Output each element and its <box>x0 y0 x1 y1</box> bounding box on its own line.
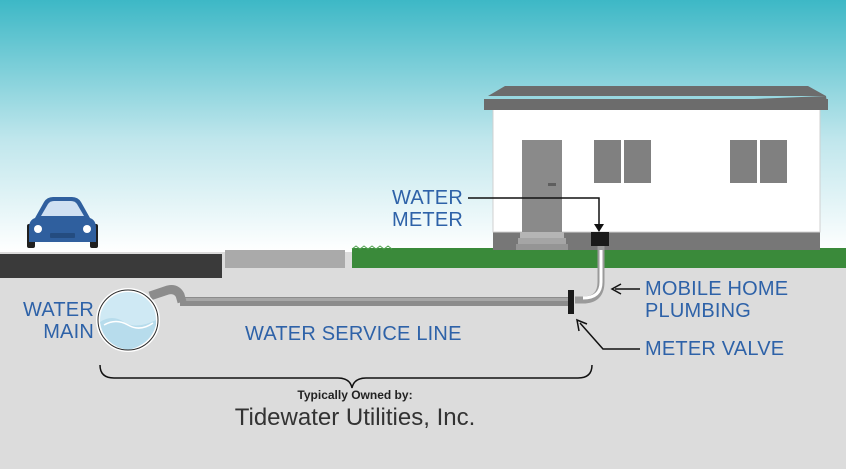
water-meter-label: WATER METER <box>380 187 463 231</box>
meter-valve-label: METER VALVE <box>645 338 785 360</box>
road <box>0 254 222 278</box>
grass-texture <box>351 245 393 250</box>
mobile-home-plumbing-pipe-light <box>582 250 603 300</box>
mobile-home-plumbing-label-line2: PLUMBING <box>645 300 752 322</box>
ownership-caption: Typically Owned by: <box>297 388 413 402</box>
water-meter-leader <box>468 197 600 228</box>
water-meter-box <box>591 232 609 246</box>
ground <box>0 252 846 469</box>
service-connector-pipe <box>148 285 187 304</box>
water-meter-label-line2: METER <box>392 209 463 231</box>
meter-valve <box>568 290 574 314</box>
ownership-brace <box>99 364 593 389</box>
mobile-home-plumbing-arrowhead <box>610 283 622 295</box>
water-service-line-label: WATER SERVICE LINE <box>245 323 462 345</box>
water-main-label-line1: WATER <box>23 299 94 321</box>
meter-valve-leader <box>579 322 640 350</box>
water-meter-label-line1: WATER <box>392 187 463 209</box>
sidewalk <box>225 250 345 268</box>
water-service-line-highlight <box>180 298 570 301</box>
mobile-home-plumbing-label: MOBILE HOME PLUMBING <box>645 278 788 322</box>
car <box>27 197 98 248</box>
water-meter-arrowhead <box>594 224 604 232</box>
water-main-label: WATER MAIN <box>10 299 94 343</box>
owner-name: Tidewater Utilities, Inc. <box>234 404 476 431</box>
water-main-pipe <box>96 288 160 352</box>
water-service-line-pipe <box>180 297 570 306</box>
meter-valve-arrowhead <box>576 318 588 332</box>
water-main-label-line2: MAIN <box>43 321 94 343</box>
mobile-home <box>484 86 828 250</box>
mobile-home-plumbing-label-line1: MOBILE HOME <box>645 278 789 300</box>
